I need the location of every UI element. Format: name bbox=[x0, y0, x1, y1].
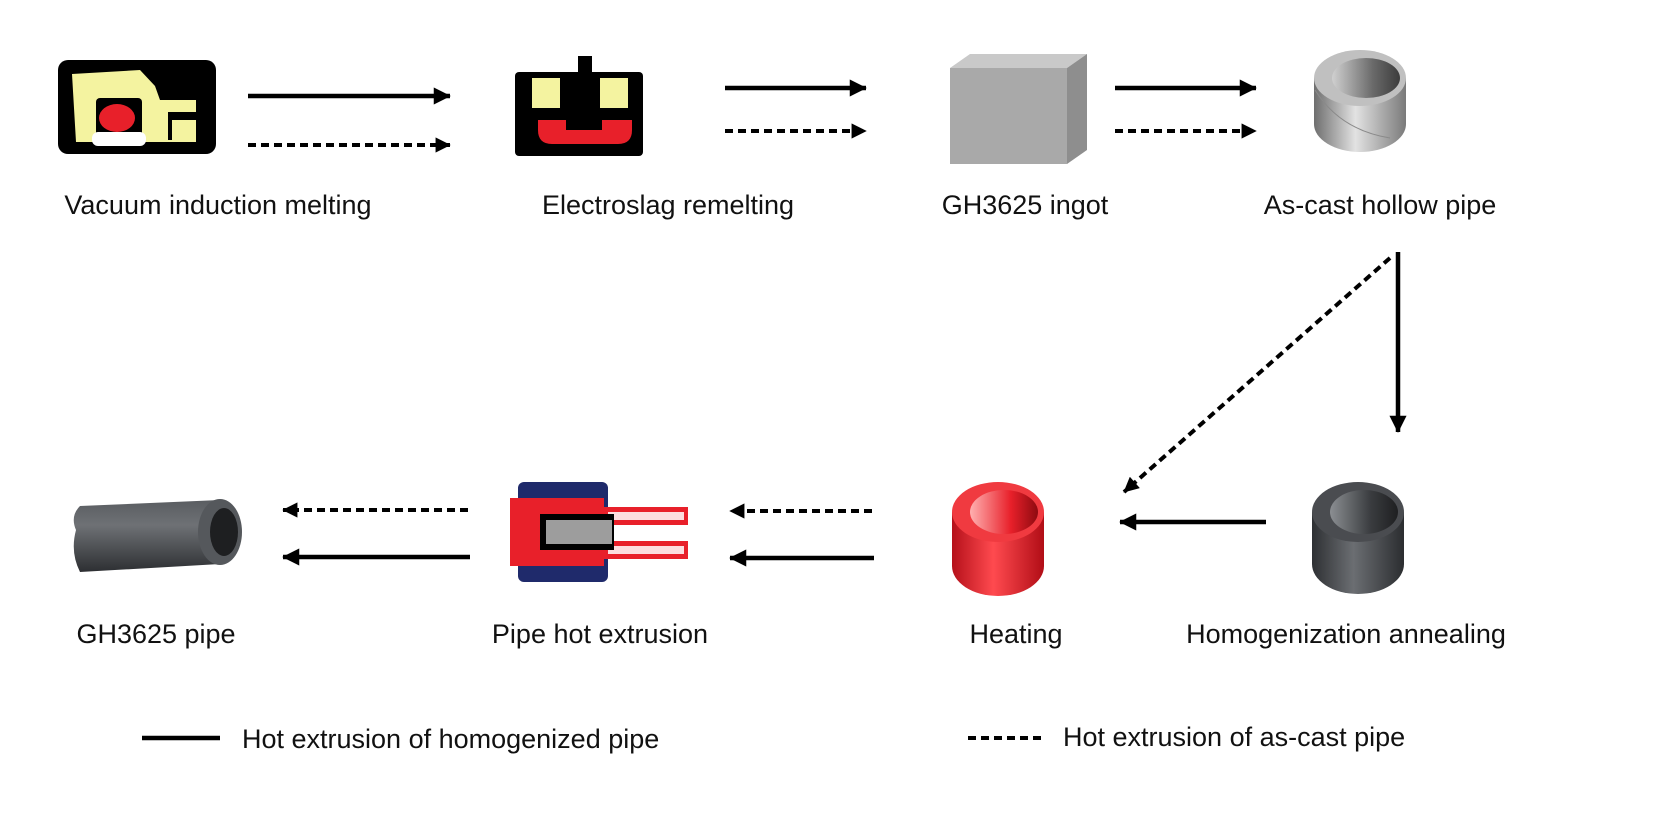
extrusion-press-icon bbox=[510, 482, 688, 582]
legend: Hot extrusion of homogenized pipe Hot ex… bbox=[142, 722, 1405, 754]
legend-solid-label: Hot extrusion of homogenized pipe bbox=[242, 724, 659, 754]
as-cast-pipe-icon bbox=[1314, 50, 1406, 152]
label-as-cast-hollow-pipe: As-cast hollow pipe bbox=[1264, 190, 1497, 220]
ingot-cube-icon bbox=[950, 54, 1087, 164]
label-gh3625-ingot: GH3625 ingot bbox=[942, 190, 1109, 220]
heated-pipe-icon bbox=[952, 482, 1044, 596]
annealed-pipe-icon bbox=[1312, 482, 1404, 594]
final-pipe-icon bbox=[73, 499, 242, 572]
vacuum-furnace-icon bbox=[58, 60, 216, 154]
label-electroslag-remelting: Electroslag remelting bbox=[542, 190, 794, 220]
label-homogenization-annealing: Homogenization annealing bbox=[1186, 619, 1506, 649]
electroslag-furnace-icon bbox=[515, 56, 643, 156]
label-pipe-hot-extrusion: Pipe hot extrusion bbox=[492, 619, 708, 649]
legend-dashed-label: Hot extrusion of as-cast pipe bbox=[1063, 722, 1405, 752]
dashed-arrow bbox=[1122, 256, 1392, 494]
label-vacuum-induction-melting: Vacuum induction melting bbox=[64, 190, 371, 220]
label-heating: Heating bbox=[969, 619, 1062, 649]
label-gh3625-pipe: GH3625 pipe bbox=[76, 619, 235, 649]
